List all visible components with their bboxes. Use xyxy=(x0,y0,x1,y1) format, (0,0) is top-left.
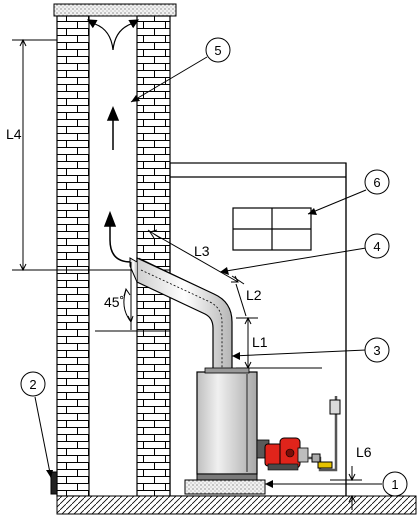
chimney-cleanout-door xyxy=(50,471,58,495)
callout-4: 4 xyxy=(364,233,390,259)
dimension-l6 xyxy=(330,466,362,510)
flue-pipe-chimney-section xyxy=(129,257,138,283)
svg-text:5: 5 xyxy=(214,43,221,58)
svg-text:3: 3 xyxy=(373,343,380,358)
callout-1: 1 xyxy=(382,471,408,497)
svg-text:2: 2 xyxy=(29,377,36,392)
dimension-l4 xyxy=(12,38,170,272)
chimney-outlet-arrows xyxy=(86,19,140,51)
floor-slab xyxy=(56,495,417,515)
callout-arrowheads xyxy=(46,95,317,488)
window xyxy=(232,207,312,251)
chimney-left-wall xyxy=(56,15,90,497)
dimension-l1 xyxy=(236,316,322,370)
callout-2: 2 xyxy=(20,371,46,397)
chimney-cap xyxy=(53,3,177,17)
label-l4: L4 xyxy=(6,126,22,142)
boiler xyxy=(196,367,258,481)
callout-leaders xyxy=(34,56,382,485)
label-angle: 45˚ xyxy=(104,294,124,310)
label-l6: L6 xyxy=(356,444,372,460)
label-l2: L2 xyxy=(246,287,262,303)
label-l3: L3 xyxy=(194,243,210,259)
svg-text:6: 6 xyxy=(373,175,380,190)
label-l1: L1 xyxy=(252,334,268,350)
boiler-plinth xyxy=(184,479,266,495)
callout-5: 5 xyxy=(205,37,231,63)
gas-supply-pipe xyxy=(308,396,341,472)
angle-indicator xyxy=(95,262,170,332)
svg-text:4: 4 xyxy=(373,239,380,254)
flue-flow-arrows xyxy=(103,106,132,263)
gas-burner xyxy=(256,437,309,471)
chimney-right-wall xyxy=(136,15,171,497)
callout-3: 3 xyxy=(364,337,390,363)
callout-6: 6 xyxy=(364,169,390,195)
svg-text:1: 1 xyxy=(391,477,398,492)
dimension-l3 xyxy=(147,229,245,285)
